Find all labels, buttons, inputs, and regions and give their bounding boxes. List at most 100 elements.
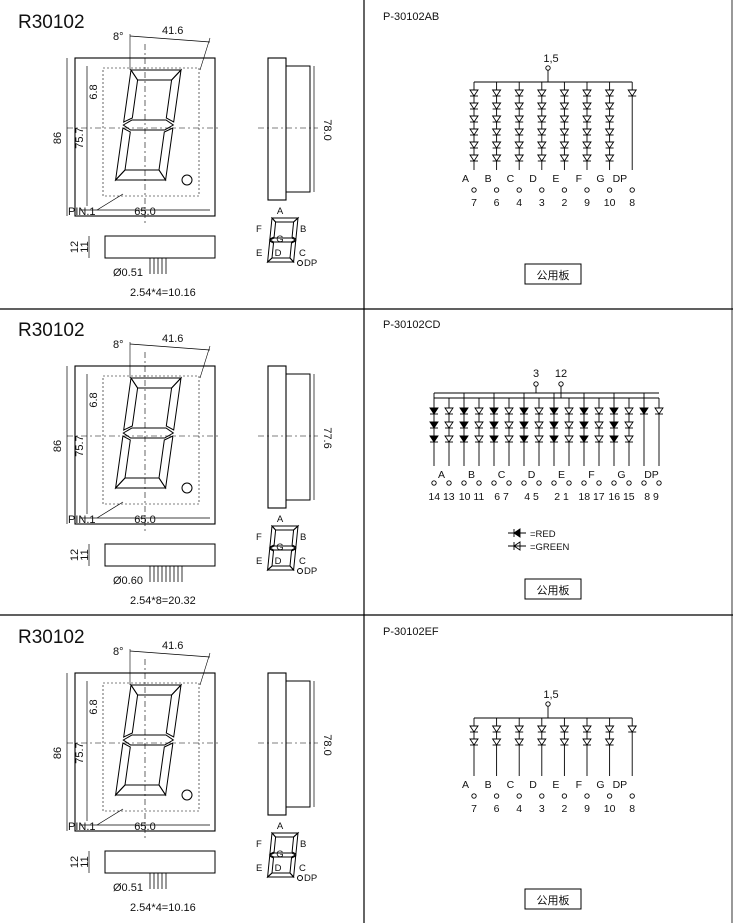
digit-seg-b: [165, 683, 182, 738]
pin-terminal: [491, 480, 497, 486]
diode-green: [559, 128, 570, 136]
pin-number: 8: [629, 803, 635, 815]
diode-green: [559, 141, 570, 149]
pin-numbers: 18 17: [578, 491, 604, 503]
diode-red: [609, 435, 619, 443]
pin-numbers: 6 7: [494, 491, 509, 503]
diode-green: [594, 435, 604, 443]
diode-green: [559, 154, 570, 162]
segment-column-pair: D4 5: [519, 393, 544, 503]
diode-green: [582, 102, 592, 110]
label-seg-d: D: [275, 863, 282, 874]
diode-green: [536, 154, 547, 162]
diode-green: [559, 89, 570, 97]
digit-seg-e: [114, 742, 131, 797]
segment-label: G: [617, 469, 625, 481]
dim-pin-pitch: 2.54*4=10.16: [130, 902, 196, 914]
diode-green: [474, 407, 484, 415]
segment-label: DP: [613, 779, 628, 791]
diode-green: [469, 738, 479, 746]
segment-label: E: [558, 469, 565, 481]
diode-red: [609, 407, 619, 415]
segment-label: G: [596, 173, 604, 185]
dim-width-top: 41.6: [162, 333, 183, 345]
pin1-label: PIN.1: [68, 514, 96, 526]
segment-label: E: [552, 173, 559, 185]
label-seg-dp: DP: [304, 258, 317, 269]
diode-red: [519, 407, 529, 415]
dim-base-width-label: 65.0: [134, 514, 155, 526]
pin-terminal: [539, 793, 545, 799]
pin-number: 3: [539, 197, 545, 209]
dim-pin-dia: Ø0.60: [113, 575, 143, 587]
diode-green: [604, 738, 615, 746]
dim-top-line: [129, 35, 211, 43]
model-title: R30102: [18, 627, 85, 648]
label-seg-f: F: [256, 839, 262, 850]
pin-terminal: [551, 480, 557, 486]
diode-green: [536, 89, 547, 97]
segment-column-pair: C6 7: [489, 393, 514, 503]
label-seg-dp: DP: [304, 566, 317, 577]
dim-digit-height-label: 75.7: [74, 435, 86, 456]
label-seg-c: C: [299, 863, 306, 874]
pin-terminal: [656, 480, 662, 486]
label-seg-d: D: [275, 248, 282, 259]
badge-box: [524, 888, 582, 910]
pin-terminal: [461, 480, 467, 486]
segment-label: A: [462, 173, 469, 185]
pin1-leader: [96, 808, 124, 826]
diode-red: [489, 421, 499, 429]
pin-terminal: [536, 480, 542, 486]
segment-label: A: [462, 779, 469, 791]
digit-seg-c: [158, 127, 174, 182]
diode-red: [429, 435, 439, 443]
diode-green: [559, 738, 570, 746]
diode-red: [519, 421, 529, 429]
digit-seg-b: [165, 68, 182, 123]
bottom-view-body: [104, 850, 216, 874]
mini-digit-segment: [266, 240, 275, 264]
label-seg-d: D: [275, 556, 282, 567]
legend-green-label: =GREEN: [530, 542, 569, 553]
pin-terminal: [516, 187, 522, 193]
diode-green: [474, 421, 484, 429]
pin-number: 4: [516, 803, 522, 815]
digit-dp: [181, 789, 193, 801]
pin-terminal: [493, 187, 500, 193]
pin-terminal: [476, 480, 482, 486]
diode-green: [514, 738, 525, 746]
badge-label: 公用板: [537, 893, 570, 907]
segment-column: C4: [507, 82, 525, 209]
diode-green: [536, 115, 547, 123]
label-seg-b: B: [300, 839, 306, 850]
digit-seg-e: [114, 435, 131, 490]
segment-column: C4: [507, 718, 525, 815]
segment-column: DP8: [613, 718, 638, 815]
dim-digit-height-label: 75.7: [74, 127, 86, 148]
mini-digit-segment: [291, 216, 299, 240]
pin-terminal: [521, 480, 527, 486]
dim-top-line: [129, 343, 211, 351]
segment-column: G10: [596, 82, 616, 209]
dim-pin-len-label: 12: [69, 241, 81, 253]
segment-label: D: [529, 779, 537, 791]
bottom-view-body: [104, 543, 216, 567]
segment-label: E: [552, 779, 559, 791]
pin-terminal: [566, 480, 572, 486]
pin-terminal: [471, 793, 477, 799]
segment-label: C: [507, 779, 515, 791]
mini-digit-segment: [268, 237, 297, 243]
segment-column: E2: [552, 718, 570, 815]
dim-top-ext-right: [199, 37, 211, 71]
side-body: [267, 365, 287, 509]
pin-numbers: 8 9: [644, 491, 659, 503]
segment-column-pair: F18 17: [578, 393, 605, 503]
diode-green: [491, 141, 502, 149]
digit-seg-g: [122, 119, 175, 131]
dim-pin-len2-label: 11: [79, 549, 91, 560]
